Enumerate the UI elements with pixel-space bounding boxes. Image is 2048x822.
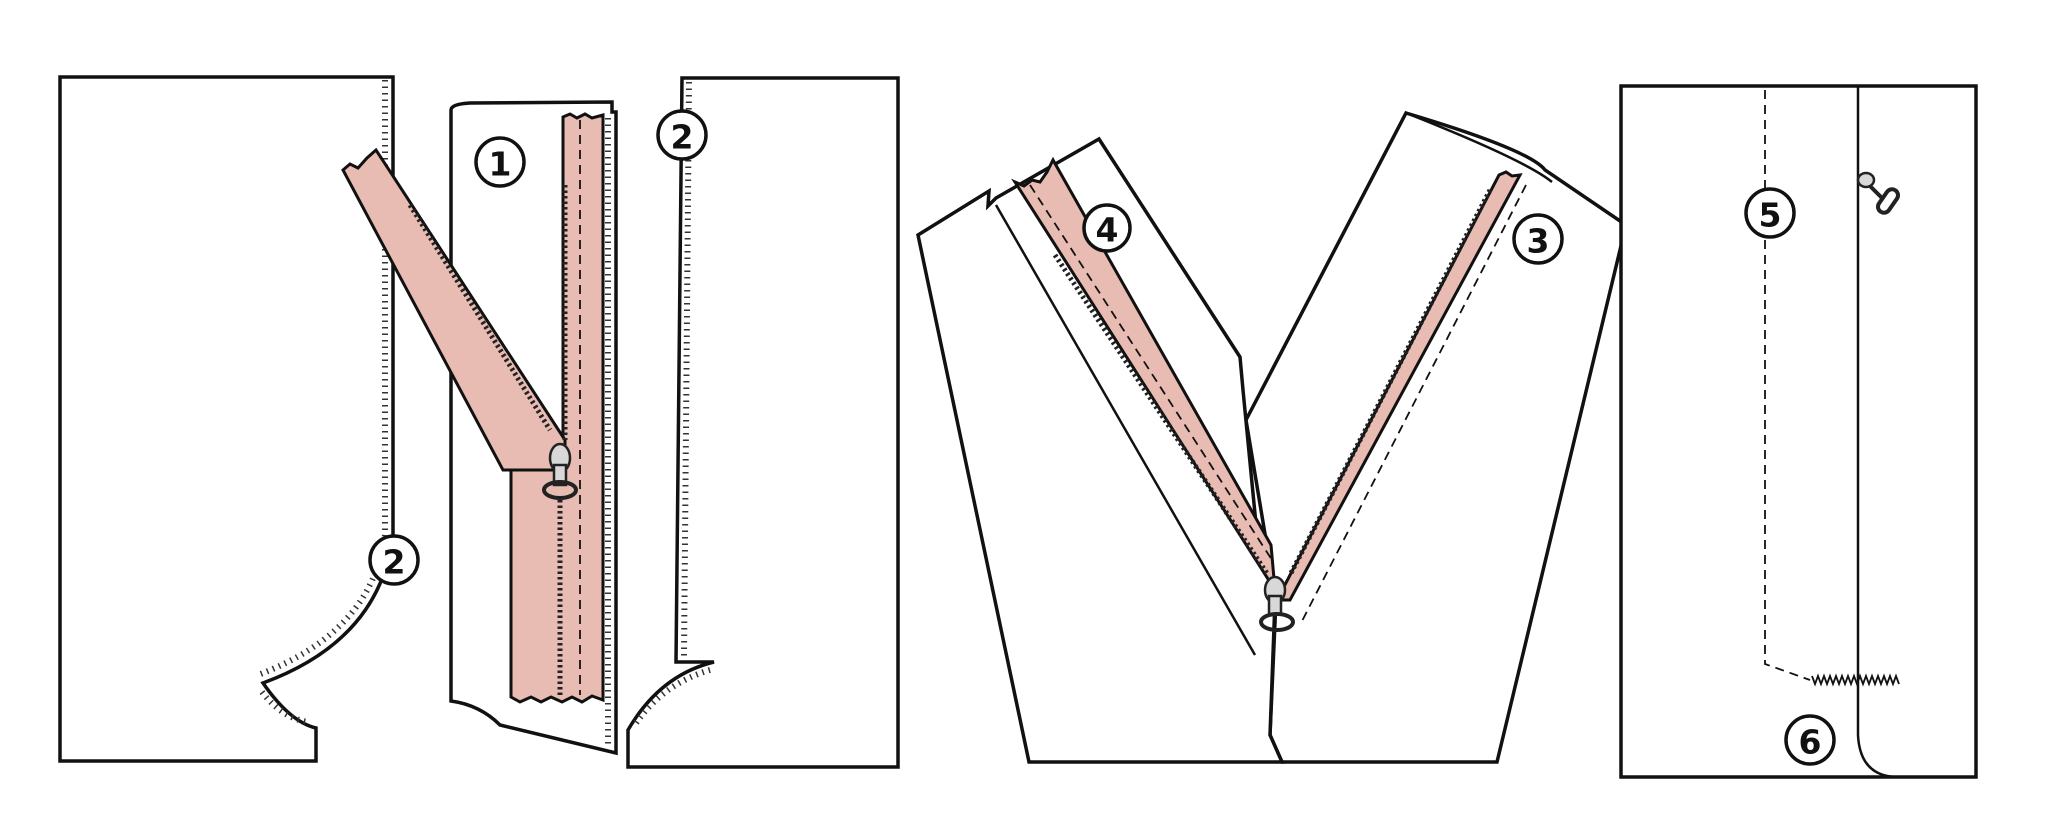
step-marker-4: 4 xyxy=(1082,203,1132,253)
zipper-teeth-right xyxy=(1287,188,1493,577)
svg-text:2: 2 xyxy=(671,118,694,157)
zipper-pull-icon xyxy=(1856,171,1901,215)
left-folded-piece xyxy=(916,136,1285,764)
panel-3: 5 6 xyxy=(1619,84,1978,779)
step-marker-1: 1 xyxy=(474,136,526,188)
panel-2: 4 3 xyxy=(916,110,1628,764)
left-inner-fold xyxy=(994,204,1257,656)
fly-edge-line xyxy=(1856,86,1896,779)
step-marker-2-right: 2 xyxy=(656,109,708,161)
svg-text:2: 2 xyxy=(383,543,406,582)
bartack-zigzag xyxy=(1811,673,1900,687)
zipper-teeth-diagonal xyxy=(407,203,553,432)
svg-text:5: 5 xyxy=(1759,196,1782,235)
stitch-line-right xyxy=(1299,184,1527,626)
right-front-piece xyxy=(626,76,900,769)
step-marker-6: 6 xyxy=(1784,714,1836,766)
zipper-teeth-left xyxy=(1052,253,1271,577)
zipper-slider-icon xyxy=(1259,575,1295,632)
fold-edge-top xyxy=(1405,111,1553,183)
svg-text:3: 3 xyxy=(1527,222,1550,261)
step-marker-3: 3 xyxy=(1512,213,1564,265)
svg-text:4: 4 xyxy=(1096,211,1119,250)
topstitch-line xyxy=(1764,90,1811,681)
panel-1: 1 2 2 xyxy=(58,75,900,769)
zipper-tape-diagonal xyxy=(341,147,567,472)
zipper-slider-icon xyxy=(542,442,578,500)
step-marker-5: 5 xyxy=(1744,187,1796,239)
closed-fly-front xyxy=(1619,84,1978,779)
svg-text:1: 1 xyxy=(489,145,512,184)
overlock-stitch-right xyxy=(681,81,692,657)
right-folded-piece xyxy=(1244,110,1628,764)
left-front-piece xyxy=(58,75,395,763)
zipper-tape-left xyxy=(1011,156,1277,591)
step-marker-2-left: 2 xyxy=(368,534,420,586)
svg-text:6: 6 xyxy=(1799,723,1822,762)
